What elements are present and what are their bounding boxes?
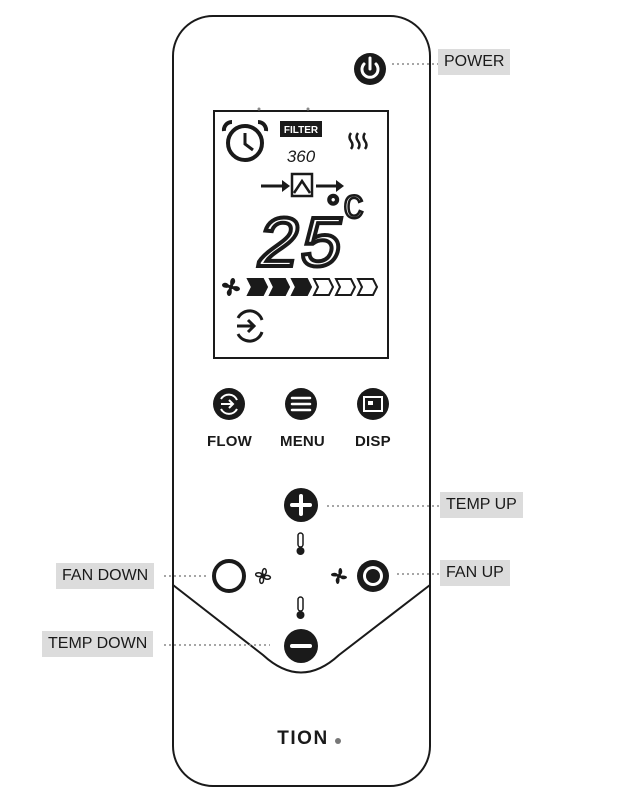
fan-icon [254, 567, 272, 585]
fan-speed-segment-off [312, 278, 335, 296]
temperature-unit: °C [323, 191, 364, 229]
brand-dot [335, 738, 341, 744]
fan-speed-segment-on [268, 278, 291, 296]
fan-icon [331, 568, 347, 584]
fan-speed-segment-on [290, 278, 313, 296]
brand-logo: TION [277, 728, 328, 749]
leader-lines [164, 63, 440, 646]
flow-button[interactable] [213, 388, 245, 420]
airflow-mode-icon [261, 172, 344, 198]
lcd-display: FILTER 360 25 °C [213, 107, 389, 359]
thermometer-icon [296, 532, 305, 555]
flow-label: FLOW [207, 433, 252, 450]
fan-speed-segment-off [334, 278, 357, 296]
alarm-clock-icon [221, 119, 269, 162]
fan-up-button[interactable] [357, 560, 389, 592]
menu-button[interactable] [285, 388, 317, 420]
flow-icon [220, 393, 238, 415]
filter-label: FILTER [284, 125, 319, 136]
power-icon [360, 56, 380, 79]
temp-up-button[interactable] [284, 488, 318, 522]
disp-button[interactable] [357, 388, 389, 420]
display-icon [363, 396, 383, 412]
fan-speed-segment-on [246, 278, 269, 296]
fan-up-callout: FAN UP [440, 560, 510, 586]
fan-speed-segment-off [356, 278, 379, 296]
fan-down-callout: FAN DOWN [56, 563, 155, 589]
power-button[interactable] [354, 53, 386, 85]
temp-up-callout: TEMP UP [440, 492, 523, 518]
menu-icon [290, 396, 312, 412]
power-callout: POWER [438, 49, 511, 75]
fan-icon [222, 278, 240, 296]
heater-wave-icon [348, 132, 368, 150]
temp-down-callout: TEMP DOWN [42, 631, 154, 657]
filter-days: 360 [287, 147, 316, 166]
fan-down-button[interactable] [212, 559, 246, 593]
flow-mode-icon [236, 309, 264, 343]
temp-down-button[interactable] [284, 629, 318, 663]
filter-badge: FILTER [280, 121, 322, 137]
temperature-value: 25 [257, 206, 343, 288]
menu-label: MENU [280, 433, 325, 450]
disp-label: DISP [355, 433, 391, 450]
plus-icon [290, 494, 312, 516]
lower-panel-curve [172, 584, 431, 674]
fan-speed-bar [246, 278, 379, 296]
thermometer-icon [296, 596, 305, 619]
